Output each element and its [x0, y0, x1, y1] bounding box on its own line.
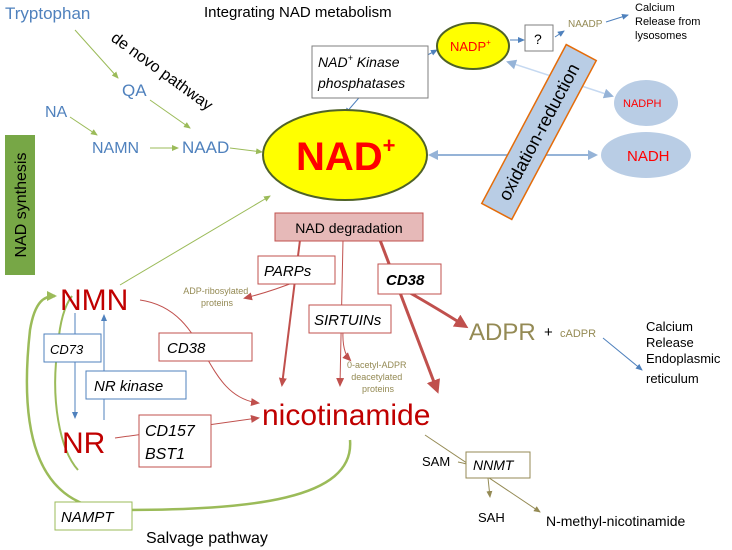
arrow-naad-nad	[229, 147, 263, 155]
label-nampt: NAMPT	[61, 509, 115, 526]
label-nmn: NMN	[60, 284, 128, 317]
label-sah: SAH	[478, 510, 505, 525]
label-oxidation-reduction: oxidation-reduction	[494, 60, 583, 204]
cd157-bst1-box	[138, 414, 212, 468]
cd73-box	[43, 333, 102, 363]
label-question: ?	[534, 31, 542, 47]
label-bst1: BST1	[145, 446, 185, 463]
label-nad: NAD+	[296, 133, 396, 179]
label-cd157: CD157	[145, 423, 196, 440]
label-cd38-left: CD38	[167, 340, 206, 357]
label-acetyl-adpr: 0-acetyl-ADPR deacetylated proteins	[347, 360, 409, 394]
label-nadp: NADP+	[450, 38, 491, 54]
label-cadpr: cADPR	[560, 328, 596, 340]
arrow-naadp-calcium	[605, 13, 629, 23]
diagram-title: Integrating NAD metabolism	[204, 4, 392, 21]
parps-box	[257, 255, 336, 285]
label-calcium-er: Calcium Release Endoplasmic reticulum	[646, 319, 724, 386]
label-tryptophan: Tryptophan	[5, 4, 90, 23]
cd38-right-box	[377, 263, 442, 295]
cd38-left-box	[158, 332, 253, 362]
nnmt-box	[465, 451, 531, 479]
label-parps: PARPs	[264, 263, 312, 280]
arrow-qa-naad	[149, 99, 191, 129]
label-adp-ribosylated: ADP-ribosylated proteins	[183, 286, 251, 308]
nad-kinase-box	[311, 45, 429, 99]
nad-degradation-box	[274, 212, 424, 242]
label-adpr: ADPR	[469, 319, 536, 346]
nr-kinase-box	[85, 370, 187, 400]
label-cd73: CD73	[50, 342, 84, 357]
arrow-question-naadp	[554, 30, 565, 38]
label-nnmt: NNMT	[473, 457, 515, 473]
label-nad-kinase: NAD+ Kinase	[318, 53, 400, 70]
nadp-ellipse	[436, 22, 510, 70]
nad-synthesis-box	[5, 135, 35, 275]
arrow-cadpr-calcium	[602, 337, 643, 371]
nad-ellipse	[262, 109, 428, 201]
nampt-box	[54, 501, 133, 531]
arrow-nmn-nad	[119, 195, 271, 286]
arrow-na-namn	[69, 116, 98, 136]
nadph-ellipse	[614, 80, 678, 126]
label-nadh: NADH	[627, 148, 670, 165]
question-box	[524, 24, 554, 52]
label-sam: SAM	[422, 454, 450, 469]
sirtuins-box	[308, 304, 392, 334]
arrow-cd38-adpr	[404, 288, 469, 329]
arrow-salvage-nampt	[25, 291, 352, 512]
label-nr: NR	[62, 427, 105, 460]
label-sirtuins: SIRTUINs	[314, 312, 382, 329]
nadh-ellipse	[601, 132, 691, 178]
label-nadph: NADPH	[623, 98, 662, 110]
label-naadp: NAADP	[568, 19, 603, 30]
label-nicotinamide: nicotinamide	[262, 399, 430, 432]
label-n-methyl-nicotinamide: N-methyl-nicotinamide	[546, 513, 685, 529]
label-nad-degradation: NAD degradation	[295, 220, 402, 236]
arrow-sirtuins-acetyl-adpr	[342, 329, 352, 362]
label-phosphatases: phosphatases	[317, 75, 405, 91]
label-salvage-pathway: Salvage pathway	[146, 530, 268, 547]
label-de-novo-pathway: de novo pathway	[108, 29, 216, 114]
label-nr-kinase: NR kinase	[94, 378, 163, 395]
label-na: NA	[45, 104, 68, 121]
arrow-tryptophan-qa	[74, 29, 119, 79]
oxidation-reduction-band	[480, 43, 598, 221]
label-cd38-right: CD38	[386, 272, 425, 289]
label-plus: +	[544, 324, 553, 341]
label-nad-synthesis: NAD synthesis	[13, 153, 30, 258]
label-qa: QA	[122, 81, 147, 100]
label-calcium-lysosomes: Calcium Release from lysosomes	[635, 2, 703, 42]
label-namn: NAMN	[92, 140, 139, 157]
label-naad: NAAD	[182, 138, 229, 157]
